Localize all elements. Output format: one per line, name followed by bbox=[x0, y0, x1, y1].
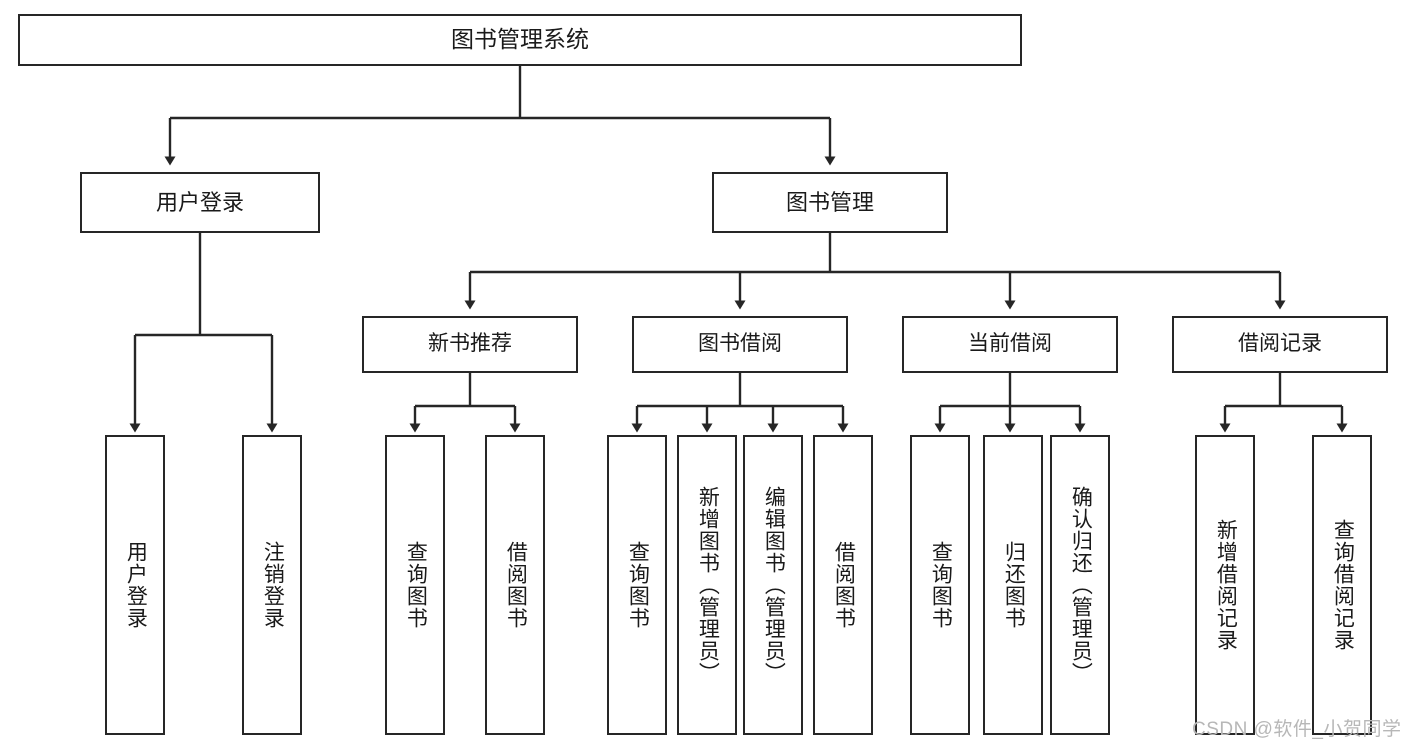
node-leaf-query-book-3[interactable]: 查询图书 bbox=[910, 435, 970, 735]
node-leaf-logout-label: 注销登录 bbox=[261, 541, 285, 629]
node-leaf-query-record-label: 查询借阅记录 bbox=[1331, 519, 1355, 651]
node-leaf-borrow-book-2-label: 借阅图书 bbox=[832, 541, 856, 629]
node-book-manage-label: 图书管理 bbox=[785, 189, 874, 215]
node-leaf-query-book-2[interactable]: 查询图书 bbox=[607, 435, 667, 735]
node-new-book-recommend[interactable]: 新书推荐 bbox=[362, 316, 578, 373]
node-leaf-return-book-label: 归还图书 bbox=[1002, 541, 1026, 629]
node-leaf-confirm-return-label: 确认归还（管理员） bbox=[1069, 486, 1093, 684]
node-book-manage[interactable]: 图书管理 bbox=[712, 172, 948, 233]
node-leaf-query-book-3-label: 查询图书 bbox=[929, 541, 953, 629]
node-leaf-confirm-return[interactable]: 确认归还（管理员） bbox=[1050, 435, 1110, 735]
node-leaf-borrow-book-2[interactable]: 借阅图书 bbox=[813, 435, 873, 735]
node-leaf-add-book-label: 新增图书（管理员） bbox=[696, 486, 720, 684]
node-leaf-user-login[interactable]: 用户登录 bbox=[105, 435, 165, 735]
node-leaf-borrow-book-1-label: 借阅图书 bbox=[504, 541, 528, 629]
node-current-borrow-label: 当前借阅 bbox=[968, 332, 1052, 356]
node-user-login[interactable]: 用户登录 bbox=[80, 172, 320, 233]
node-new-book-recommend-label: 新书推荐 bbox=[428, 332, 512, 356]
node-leaf-edit-book-label: 编辑图书（管理员） bbox=[762, 486, 786, 684]
node-book-borrow[interactable]: 图书借阅 bbox=[632, 316, 848, 373]
node-book-borrow-label: 图书借阅 bbox=[698, 332, 782, 356]
node-leaf-query-book-1[interactable]: 查询图书 bbox=[385, 435, 445, 735]
node-leaf-query-record[interactable]: 查询借阅记录 bbox=[1312, 435, 1372, 735]
node-leaf-add-record[interactable]: 新增借阅记录 bbox=[1195, 435, 1255, 735]
node-leaf-edit-book[interactable]: 编辑图书（管理员） bbox=[743, 435, 803, 735]
node-root-label: 图书管理系统 bbox=[451, 26, 589, 53]
node-root[interactable]: 图书管理系统 bbox=[18, 14, 1022, 66]
node-user-login-label: 用户登录 bbox=[155, 189, 244, 215]
node-leaf-add-book[interactable]: 新增图书（管理员） bbox=[677, 435, 737, 735]
node-leaf-add-record-label: 新增借阅记录 bbox=[1214, 519, 1238, 651]
node-leaf-query-book-2-label: 查询图书 bbox=[626, 541, 650, 629]
csdn-watermark: CSDN @软件_小贺同学 bbox=[1192, 719, 1402, 740]
node-leaf-user-login-label: 用户登录 bbox=[124, 541, 148, 629]
node-borrow-record-label: 借阅记录 bbox=[1238, 332, 1322, 356]
node-current-borrow[interactable]: 当前借阅 bbox=[902, 316, 1118, 373]
node-leaf-return-book[interactable]: 归还图书 bbox=[983, 435, 1043, 735]
node-leaf-query-book-1-label: 查询图书 bbox=[404, 541, 428, 629]
node-leaf-borrow-book-1[interactable]: 借阅图书 bbox=[485, 435, 545, 735]
node-leaf-logout[interactable]: 注销登录 bbox=[242, 435, 302, 735]
node-borrow-record[interactable]: 借阅记录 bbox=[1172, 316, 1388, 373]
